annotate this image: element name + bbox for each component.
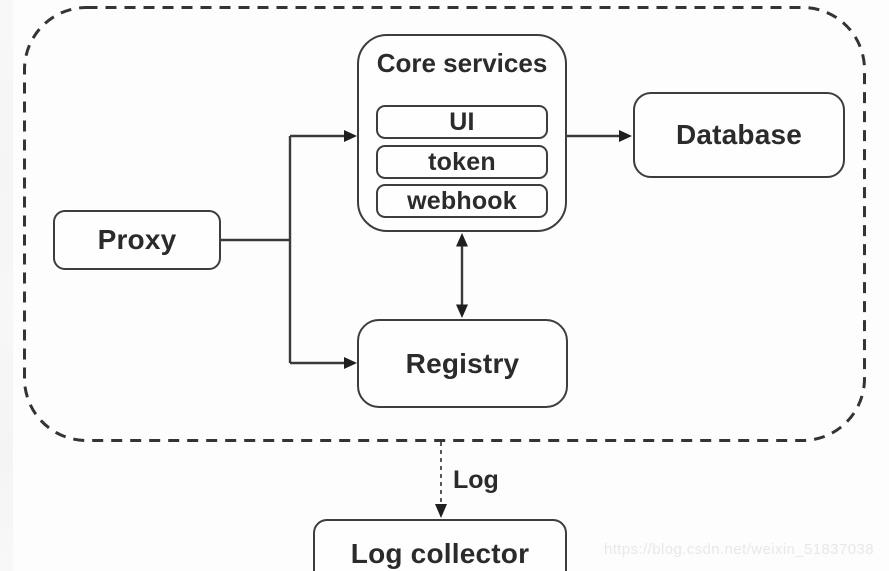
node-ui-label: UI bbox=[449, 107, 475, 136]
node-registry: Registry bbox=[357, 319, 568, 408]
node-proxy: Proxy bbox=[53, 210, 221, 270]
node-webhook-label: webhook bbox=[407, 186, 517, 215]
watermark-text: https://blog.csdn.net/weixin_51837038 bbox=[604, 541, 874, 558]
node-token: token bbox=[376, 145, 548, 179]
system-boundary-dashed-border bbox=[23, 6, 866, 442]
node-token-label: token bbox=[428, 147, 496, 176]
arrowhead-into-database-icon bbox=[619, 130, 632, 142]
node-database-label: Database bbox=[675, 119, 803, 150]
node-log-collector-label: Log collector bbox=[350, 538, 530, 569]
node-database: Database bbox=[633, 92, 845, 178]
left-edge-artifact bbox=[0, 0, 13, 571]
node-core-services-title: Core services bbox=[376, 48, 548, 78]
arrowhead-down-into-registry-icon bbox=[456, 304, 468, 318]
arrowhead-into-core-services-icon bbox=[344, 130, 357, 142]
edge-log-label: Log bbox=[453, 466, 499, 494]
node-log-collector: Log collector bbox=[313, 519, 567, 571]
node-core-services: Core services UI token webhook bbox=[357, 34, 567, 232]
node-ui: UI bbox=[376, 105, 548, 139]
node-registry-label: Registry bbox=[405, 347, 520, 379]
node-proxy-label: Proxy bbox=[97, 224, 177, 255]
arrowhead-into-registry-icon bbox=[344, 357, 357, 369]
arrowhead-into-log-collector-icon bbox=[435, 504, 447, 518]
node-webhook: webhook bbox=[376, 184, 548, 218]
arrowhead-up-into-core-services-icon bbox=[456, 233, 468, 247]
